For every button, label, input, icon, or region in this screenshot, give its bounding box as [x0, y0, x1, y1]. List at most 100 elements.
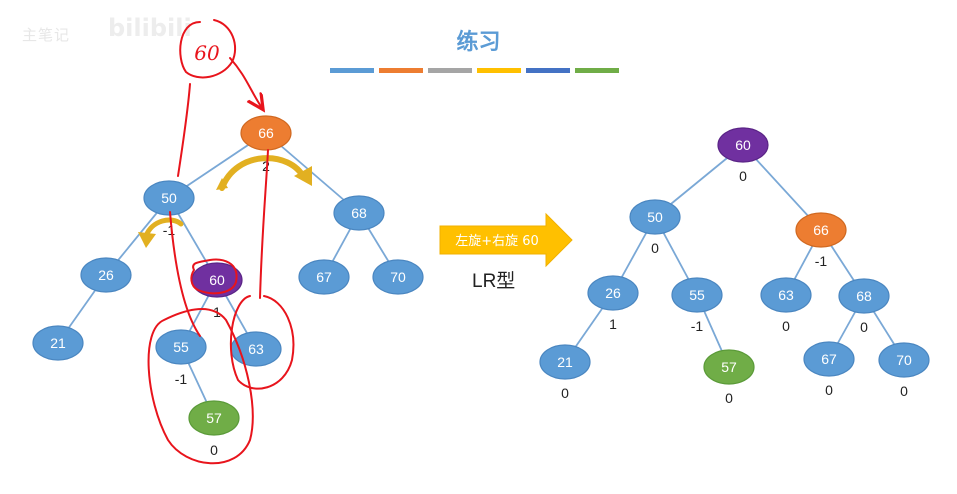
tree-node-26: 26: [80, 257, 132, 293]
node-value: 66: [258, 125, 274, 141]
node-value: 50: [647, 209, 663, 225]
node-value: 55: [689, 287, 705, 303]
left-rotation-curve-arrow: [138, 217, 184, 248]
circled-subtree-55: [147, 308, 254, 465]
tree-node-67: 67 0: [803, 341, 855, 398]
node-ellipse: [717, 127, 769, 163]
node-value: 60: [735, 137, 751, 153]
handwritten-line-c: [169, 211, 201, 337]
balance-factor: 1: [609, 316, 617, 332]
handwritten-line-a: [177, 83, 191, 177]
node-ellipse: [188, 400, 240, 436]
tree-node-60: 60 0: [717, 127, 769, 184]
node-ellipse: [671, 277, 723, 313]
handwritten-annotations: 60: [147, 19, 295, 465]
handwritten-line-b: [259, 149, 269, 299]
node-value: 63: [248, 341, 264, 357]
right-tree-edges: [564, 144, 905, 368]
node-value: 67: [316, 269, 332, 285]
node-value: 57: [206, 410, 222, 426]
color-bar-segment: [575, 68, 619, 73]
node-ellipse: [143, 180, 195, 216]
node-ellipse: [760, 277, 812, 313]
node-value: 68: [351, 205, 367, 221]
tree-node-55: 55 -1: [671, 277, 723, 334]
node-value: 55: [173, 339, 189, 355]
color-bar-segment: [428, 68, 472, 73]
tree-node-26: 26 1: [587, 275, 639, 332]
tree-node-70: 70 0: [878, 342, 930, 399]
color-bar-segment: [379, 68, 423, 73]
node-value: 26: [98, 267, 114, 283]
node-value: 70: [896, 352, 912, 368]
rotation-arrow-label: 左旋+右旋 60: [455, 234, 539, 249]
node-ellipse: [838, 278, 890, 314]
node-ellipse: [803, 341, 855, 377]
highlight-ring-60: [190, 258, 238, 295]
node-value: 63: [778, 287, 794, 303]
balance-factor: 0: [725, 390, 733, 406]
color-bar-segment: [330, 68, 374, 73]
tree-node-70: 70: [372, 259, 424, 295]
node-value: 66: [813, 222, 829, 238]
tree-node-21: 21: [32, 325, 84, 361]
lr-type-label: LR型: [472, 271, 516, 292]
tree-node-55: 55 -1: [155, 329, 207, 387]
tree-node-67: 67: [298, 259, 350, 295]
node-ellipse: [155, 329, 207, 365]
node-ellipse: [32, 325, 84, 361]
right-tree-nodes: 60 0 500 66 -1 26 1 55 -1 63 0 68 0 21 0 57 0 67 0 70 0: [539, 127, 930, 406]
handwritten-circle: [179, 19, 237, 79]
tree-node-66: 66 -1: [795, 212, 847, 269]
balance-factor: 0: [782, 318, 790, 334]
node-value: 67: [821, 351, 837, 367]
balance-factor: 0: [739, 168, 747, 184]
rotation-block-arrow: 左旋+右旋 60: [439, 212, 573, 268]
node-ellipse: [333, 195, 385, 231]
tree-node-57: 57 0: [188, 400, 240, 458]
node-ellipse: [80, 257, 132, 293]
node-value: 70: [390, 269, 406, 285]
node-ellipse: [629, 199, 681, 235]
tree-node-21: 21 0: [539, 344, 591, 401]
balance-factor: 0: [860, 319, 868, 335]
node-value: 57: [721, 359, 737, 375]
tree-node-63: 63 0: [760, 277, 812, 334]
color-bar-segment: [526, 68, 570, 73]
node-ellipse: [298, 259, 350, 295]
balance-factor: 0: [210, 442, 218, 458]
balance-factor: 0: [561, 385, 569, 401]
node-value: 21: [50, 335, 66, 351]
tree-node-50: 500: [629, 199, 681, 256]
node-value: 50: [161, 190, 177, 206]
node-value: 21: [557, 354, 573, 370]
node-value: 68: [856, 288, 872, 304]
handwritten-note: 60: [194, 41, 220, 65]
balance-factor: 0: [900, 383, 908, 399]
handwritten-arrow: [229, 57, 262, 108]
node-ellipse: [703, 349, 755, 385]
balance-factor: -1: [691, 318, 704, 334]
node-value: 60: [209, 272, 225, 288]
balance-factor: -1: [815, 253, 828, 269]
circled-subtree-63: [229, 295, 295, 390]
slide-title: 练习: [456, 30, 501, 55]
balance-factor: -1: [175, 371, 188, 387]
node-ellipse: [878, 342, 930, 378]
node-ellipse: [539, 344, 591, 380]
node-ellipse: [240, 115, 292, 151]
tree-node-68: 68: [333, 195, 385, 231]
tree-node-57: 57 0: [703, 349, 755, 406]
right-rotation-curve-arrow: [216, 155, 312, 191]
balance-factor: 0: [825, 382, 833, 398]
node-ellipse: [795, 212, 847, 248]
bilibili-logo: bilibili: [108, 14, 192, 42]
node-value: 26: [605, 285, 621, 301]
balance-factor: -1: [163, 222, 176, 238]
node-ellipse: [587, 275, 639, 311]
color-bar-segment: [477, 68, 521, 73]
tree-node-68: 68 0: [838, 278, 890, 335]
